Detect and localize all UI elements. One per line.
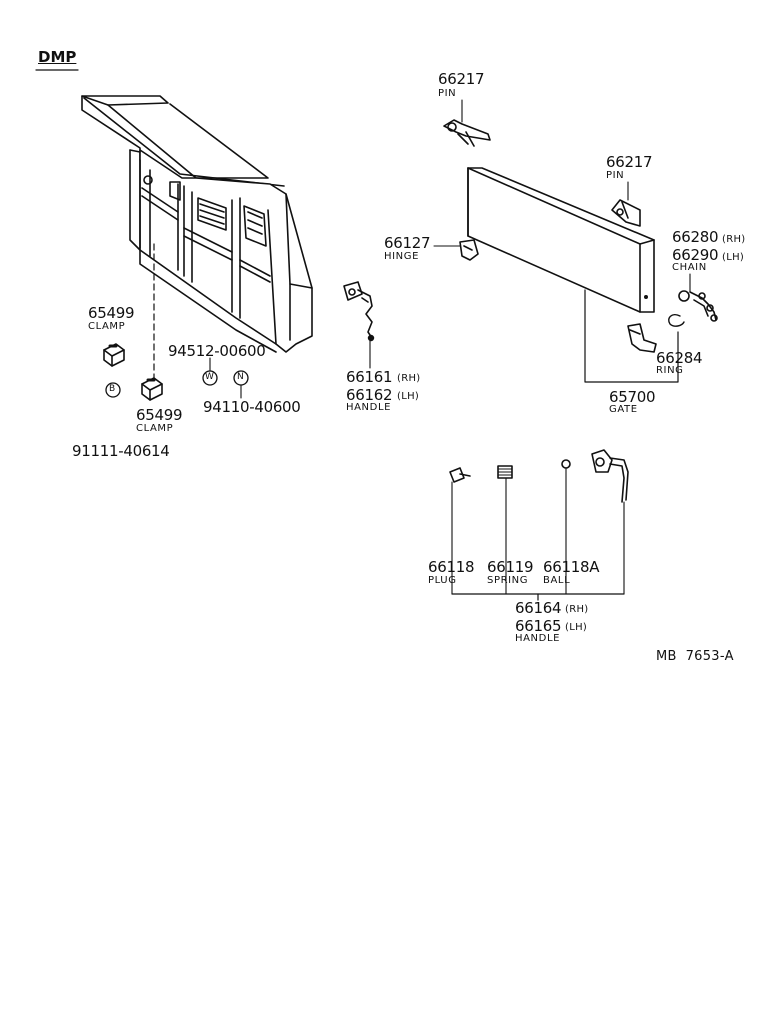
- nut-symbol: N: [237, 372, 244, 382]
- bolt-number: 91111-40614: [72, 442, 170, 460]
- spring-number: 66119: [487, 558, 534, 576]
- side-handle-drawing: [344, 282, 373, 368]
- side-handle-number-rh: 66161: [346, 368, 393, 386]
- spring-drawing: [498, 466, 512, 594]
- ball-number: 66118A: [543, 558, 600, 576]
- bolt-symbol-circle: [106, 383, 120, 397]
- washer-number: 94512-00600: [168, 342, 266, 360]
- diagram-title: DMP: [38, 48, 77, 66]
- pin-mid-name: PIN: [606, 170, 625, 181]
- chain-drawing: [679, 274, 717, 321]
- washer-symbol: W: [205, 372, 214, 382]
- ball-name: BALL: [543, 575, 571, 586]
- gate-bracket-drawing: [628, 324, 656, 352]
- ring-name: RING: [656, 365, 684, 376]
- side-handle-name: HANDLE: [346, 402, 392, 413]
- clamp-drawing: [104, 344, 162, 400]
- ring-number: 66284: [656, 349, 703, 367]
- chain-number-lh: 66290: [672, 246, 719, 264]
- hinge-drawing: [434, 240, 478, 260]
- spring-name: SPRING: [487, 575, 529, 586]
- side-handle-number-lh: 66162: [346, 386, 393, 404]
- ball-drawing: [562, 460, 570, 468]
- clamp-1-name: CLAMP: [88, 321, 126, 332]
- gate-handle-number-lh: 66165: [515, 617, 562, 635]
- ring-drawing: [669, 315, 684, 326]
- gate-name: GATE: [609, 404, 638, 415]
- diagram-code: MB 7653-A: [656, 649, 734, 664]
- hinge-number: 66127: [384, 234, 431, 252]
- plug-number: 66118: [428, 558, 475, 576]
- gate-handle-name: HANDLE: [515, 633, 561, 644]
- hinge-name: HINGE: [384, 251, 420, 262]
- side-handle-side-lh: (LH): [397, 391, 420, 402]
- chain-side-lh: (LH): [722, 252, 745, 263]
- gate-drawing: [468, 168, 654, 312]
- gate-number: 65700: [609, 388, 656, 406]
- gate-handle-number-rh: 66164: [515, 599, 562, 617]
- chain-number-rh: 66280: [672, 228, 719, 246]
- pin-top-drawing: [444, 100, 490, 146]
- plug-drawing: [450, 468, 470, 594]
- gate-handle-side-rh: (RH): [565, 604, 589, 615]
- dump-body-drawing: [82, 96, 312, 352]
- pin-mid-number: 66217: [606, 153, 653, 171]
- chain-side-rh: (RH): [722, 234, 746, 245]
- clamp-1-number: 65499: [88, 304, 135, 322]
- nut-number: 94110-40600: [203, 398, 301, 416]
- plug-name: PLUG: [428, 575, 457, 586]
- chain-name: CHAIN: [672, 262, 707, 273]
- pin-top-number: 66217: [438, 70, 485, 88]
- side-handle-side-rh: (RH): [397, 373, 421, 384]
- gate-handle-drawing: [592, 450, 628, 594]
- bolt-symbol: B: [109, 384, 116, 394]
- clamp-2-name: CLAMP: [136, 423, 174, 434]
- gate-handle-side-lh: (LH): [565, 622, 588, 633]
- clamp-2-number: 65499: [136, 406, 183, 424]
- pin-top-name: PIN: [438, 88, 457, 99]
- pin-mid-drawing: [612, 182, 640, 226]
